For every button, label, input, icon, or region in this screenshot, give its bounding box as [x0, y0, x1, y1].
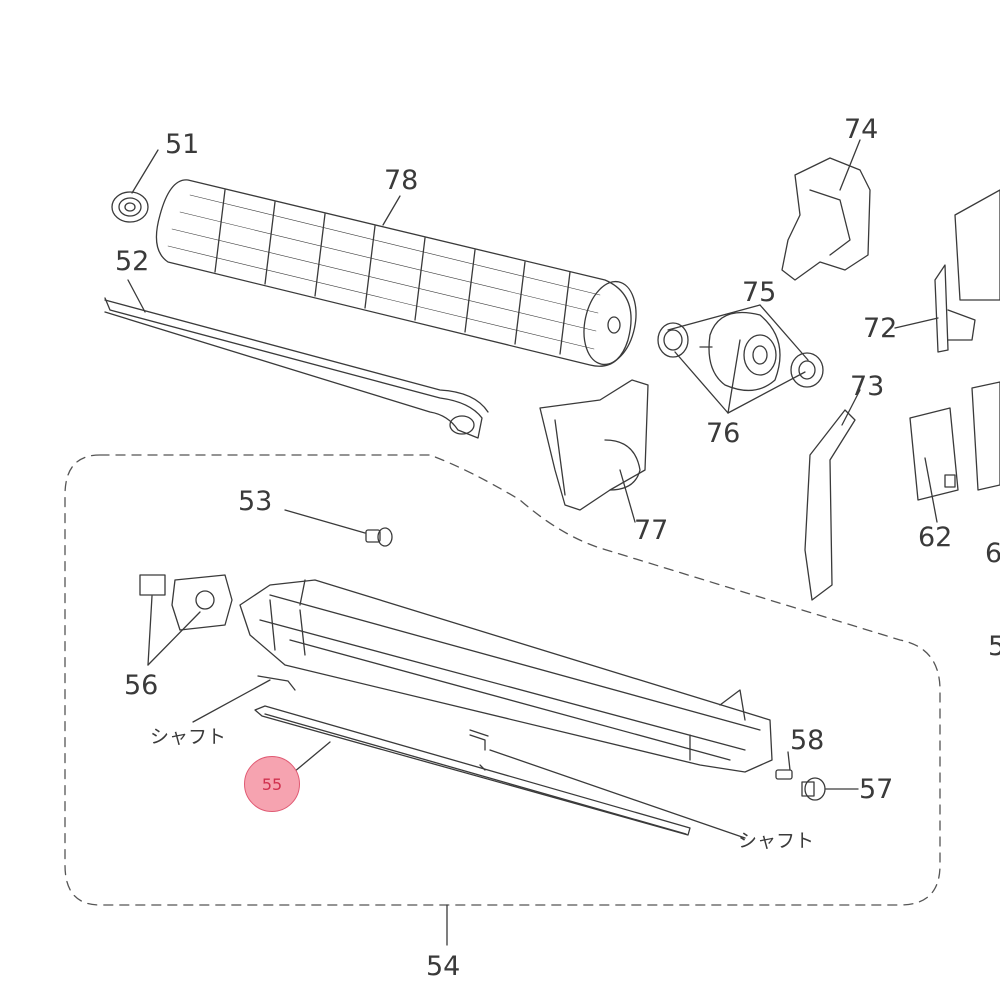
callout-5x-partial: 5: [988, 631, 1000, 662]
callout-56: 56: [124, 670, 159, 701]
callout-54: 54: [426, 951, 461, 982]
part-76-fan-motor: [657, 311, 824, 392]
part-78-crossflow-fan: [155, 179, 637, 367]
part-74-electrical-box-bracket: [781, 157, 871, 281]
callout-51: 51: [165, 129, 200, 160]
shaft-label-right: シャフト: [738, 830, 815, 852]
assembly-54-boundary: [64, 454, 941, 906]
callout-76: 76: [706, 418, 741, 449]
callout-52: 52: [115, 246, 150, 277]
part-52-drain-hose: [104, 297, 489, 439]
part-77-motor-bracket: [539, 379, 649, 511]
callout-78: 78: [384, 165, 419, 196]
part-56-brackets: [139, 574, 233, 631]
part-51-bearing: [111, 191, 149, 223]
part-57-stepping-motor: [801, 777, 826, 801]
callout-75: 75: [742, 277, 777, 308]
callout-6x-partial: 6: [985, 538, 1000, 569]
part-54-louver-frame: [239, 579, 773, 773]
part-62-plate: [909, 381, 1000, 501]
callout-72: 72: [863, 313, 898, 344]
callout-53: 53: [238, 486, 273, 517]
callout-57: 57: [859, 774, 894, 805]
callout-58: 58: [790, 725, 825, 756]
highlighted-part-55-marker[interactable]: 55: [244, 756, 300, 812]
shaft-pins: [257, 675, 489, 737]
highlighted-part-label: 55: [261, 774, 283, 794]
callout-74: 74: [844, 114, 879, 145]
part-53-screw: [365, 527, 393, 547]
part-58-screw: [775, 769, 793, 780]
callout-73: 73: [850, 371, 885, 402]
shaft-label-left: シャフト: [150, 726, 227, 748]
callout-77: 77: [634, 515, 669, 546]
part-73-side-plate: [804, 409, 856, 601]
part-72-bracket: [934, 189, 1000, 353]
callout-62: 62: [918, 522, 953, 553]
part-55-vane: [254, 705, 691, 836]
